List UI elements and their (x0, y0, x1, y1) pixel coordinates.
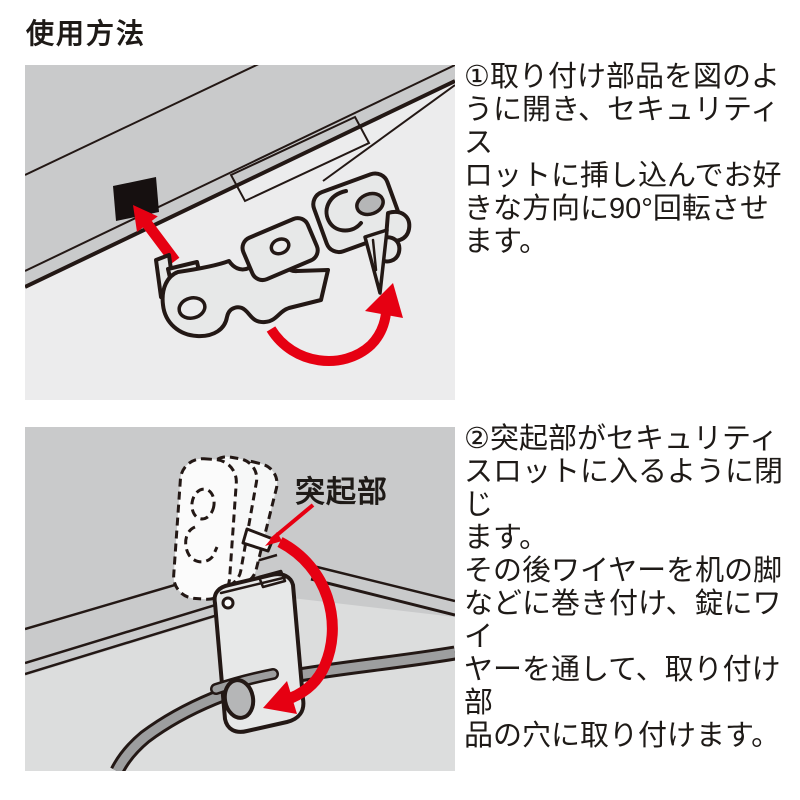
laptop-body (25, 65, 455, 289)
head-hole (355, 191, 385, 217)
attachment-part-open (154, 171, 412, 339)
ghost-open-part (172, 455, 279, 601)
insert-arrow-icon (133, 205, 180, 265)
page-title: 使用方法 (26, 18, 147, 49)
lock-wire-hole (222, 678, 256, 720)
rotate-90-arrow-icon (266, 283, 403, 366)
close-rotate-arrow-icon (263, 537, 338, 714)
callout-leader-arrow-icon (265, 503, 315, 546)
insert-diagram (25, 65, 455, 366)
lock-pin-hole (221, 596, 235, 610)
laptop-port-door (229, 115, 371, 203)
figure-step2: 突起部 (25, 427, 455, 771)
close-diagram (25, 455, 455, 771)
protrusion-callout-label: 突起部 (295, 476, 388, 509)
step-1-text: ①取り付け部品を図のよ うに開き、セキュリティス ロットに挿し込んでお好 きな方… (464, 61, 782, 258)
figure-step1 (25, 65, 455, 400)
key-plate (240, 216, 320, 283)
strap-hole (177, 296, 207, 320)
step-2-text: ②突起部がセキュリティ スロットに入るように閉じ ます。 その後ワイヤーを机の脚… (464, 423, 784, 752)
security-slot (113, 177, 159, 221)
head-hook-cut (324, 189, 363, 233)
